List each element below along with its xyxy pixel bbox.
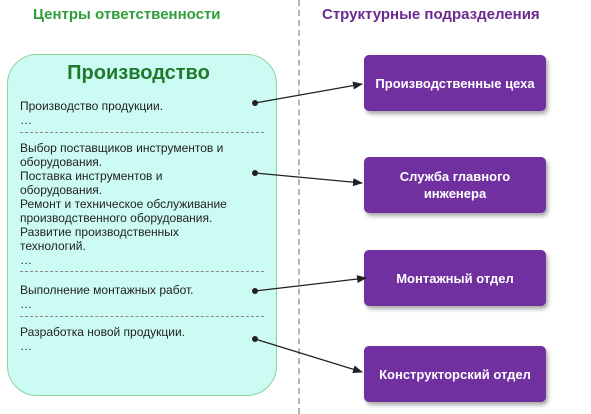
department-installation: Монтажный отдел [364, 250, 546, 306]
task-line: технологий. [20, 239, 86, 253]
group-separator [20, 271, 264, 272]
task-line: оборудования. [20, 183, 103, 197]
department-chief-engineer-service: Служба главного инженера [364, 157, 546, 213]
task-line: Выбор поставщиков инструментов и [20, 141, 224, 155]
department-label: Служба главного инженера [399, 169, 511, 201]
department-design: Конструкторский отдел [364, 346, 546, 402]
responsibility-center-box [7, 54, 277, 396]
task-line: производственного оборудования. [20, 211, 213, 225]
task-line: оборудования. [20, 155, 103, 169]
responsibility-center-title: Производство [67, 62, 210, 84]
department-label: Монтажный отдел [396, 270, 514, 286]
task-ellipsis: … [20, 297, 32, 311]
department-production-shops: Производственные цеха [364, 55, 546, 111]
task-ellipsis: … [20, 339, 32, 353]
department-label: Конструкторский отдел [379, 366, 531, 382]
group-separator [20, 316, 264, 317]
task-line: Производство продукции. [20, 99, 164, 113]
task-line: Развитие производственных [20, 225, 179, 239]
responsibility-centers-header: Центры ответственности [33, 6, 221, 23]
task-ellipsis: … [20, 113, 32, 127]
task-line: Поставка инструментов и [20, 169, 163, 183]
column-divider [298, 0, 300, 414]
task-ellipsis: … [20, 253, 32, 267]
structural-divisions-header: Структурные подразделения [322, 6, 540, 23]
task-line: Выполнение монтажных работ. [20, 283, 194, 297]
task-line: Ремонт и техническое обслуживание [20, 197, 227, 211]
department-label: Производственные цеха [375, 75, 535, 91]
group-separator [20, 132, 264, 133]
task-line: Разработка новой продукции. [20, 325, 185, 339]
